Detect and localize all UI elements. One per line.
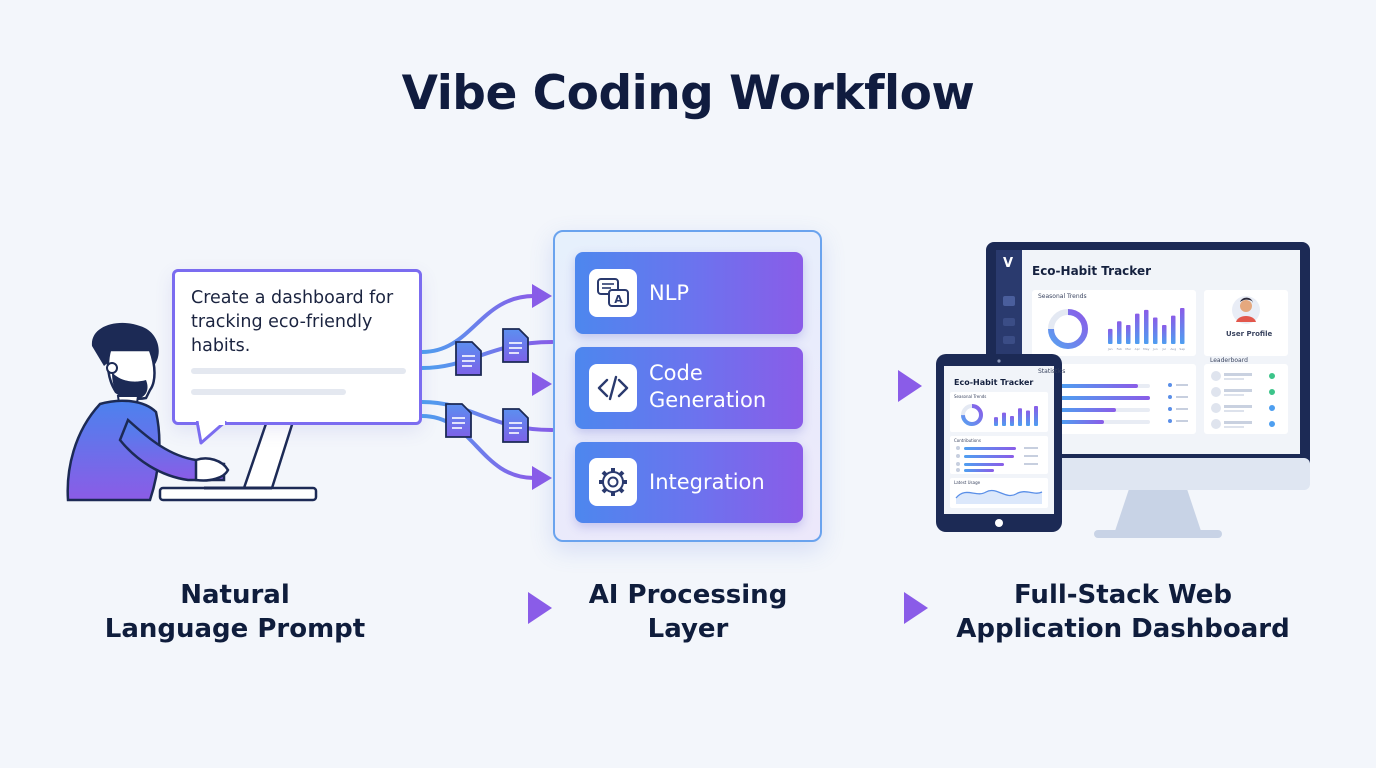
mini-bar (1135, 313, 1140, 344)
stage-arrow (823, 592, 928, 624)
desktop-profile-label: User Profile (1226, 330, 1273, 338)
mini-bar (1117, 321, 1122, 344)
mini-bar (1171, 315, 1176, 344)
mini-bar-tick: May (1143, 347, 1149, 351)
mini-bar-tick: Jun (1152, 347, 1158, 351)
mini-bar (1144, 309, 1149, 344)
mini-bar-tick: Sep (1179, 347, 1185, 351)
mini-bar (1018, 408, 1022, 426)
document-icon (502, 408, 529, 443)
mini-bar (994, 417, 998, 426)
laptop-icon (158, 410, 318, 502)
stage-label-dashboard: Full-Stack Web Application Dashboard (956, 580, 1290, 644)
mini-bar (1126, 325, 1131, 344)
placeholder-line (191, 368, 406, 374)
tablet-app-title: Eco-Habit Tracker (954, 378, 1034, 387)
mini-bar (1108, 328, 1113, 344)
bubble-tail (196, 421, 227, 445)
nlp-label: NLP (649, 281, 690, 305)
stage-label-prompt: Natural Language Prompt (104, 580, 366, 644)
mini-bar (1180, 308, 1185, 344)
tablet-panel-label: Latest Usage (954, 480, 981, 485)
tablet-panel-label: Contributions (954, 438, 981, 443)
person-icon (66, 322, 230, 502)
arrow-head (532, 284, 552, 308)
stage-label-ai-processing: AI Processing Layer (588, 580, 788, 644)
mini-bar (1162, 325, 1167, 344)
mini-bar (1010, 416, 1014, 426)
desktop-logo: V (1003, 256, 1014, 271)
integration-card: Integration (575, 442, 803, 523)
desktop-panel-label: Leaderboard (1210, 357, 1248, 364)
ai-processing-box: A NLP Code Generation (553, 230, 822, 542)
mini-bar (1002, 412, 1006, 426)
tablet-panel-label: Seasonal Trends (954, 394, 987, 399)
prompt-bubble: Create a dashboard for tracking eco-frie… (172, 269, 422, 425)
document-icon (445, 403, 472, 438)
mini-bar-tick: Aug (1170, 347, 1176, 351)
output-arrow (821, 370, 922, 402)
prompt-text: Create a dashboard for tracking eco-frie… (191, 288, 394, 356)
code-generation-card: Code Generation (575, 347, 803, 429)
chat-translate-icon: A (597, 278, 629, 307)
tablet-device (936, 354, 1062, 532)
mini-bar-tick: Jan (1107, 347, 1113, 351)
document-icon (502, 328, 529, 363)
desktop-panel-label: Statistics (1038, 368, 1066, 375)
svg-text:A: A (614, 293, 623, 306)
mini-bar-tick: Feb (1117, 347, 1122, 351)
mini-bar (1034, 406, 1038, 426)
mini-bar-tick: Mar (1125, 347, 1131, 351)
code-generation-label: Code Generation (649, 361, 767, 412)
nlp-card: A NLP (575, 252, 803, 334)
document-icon (455, 341, 482, 376)
integration-label: Integration (649, 470, 765, 494)
arrow-head (532, 372, 552, 396)
code-brackets-icon (597, 375, 629, 401)
desktop-panel-label: Seasonal Trends (1038, 293, 1087, 300)
flow-lines (420, 284, 554, 490)
gear-icon (599, 468, 627, 496)
stage-arrow (399, 592, 552, 624)
mini-bar (1026, 410, 1030, 426)
placeholder-line (191, 389, 346, 395)
mini-bar-tick: Jul (1161, 347, 1166, 351)
desktop-app-title: Eco-Habit Tracker (1032, 264, 1152, 278)
diagram-title: Vibe Coding Workflow (401, 66, 975, 121)
mini-bar-tick: Apr (1135, 347, 1141, 351)
mini-bar (1153, 317, 1158, 344)
arrow-head (532, 466, 552, 490)
